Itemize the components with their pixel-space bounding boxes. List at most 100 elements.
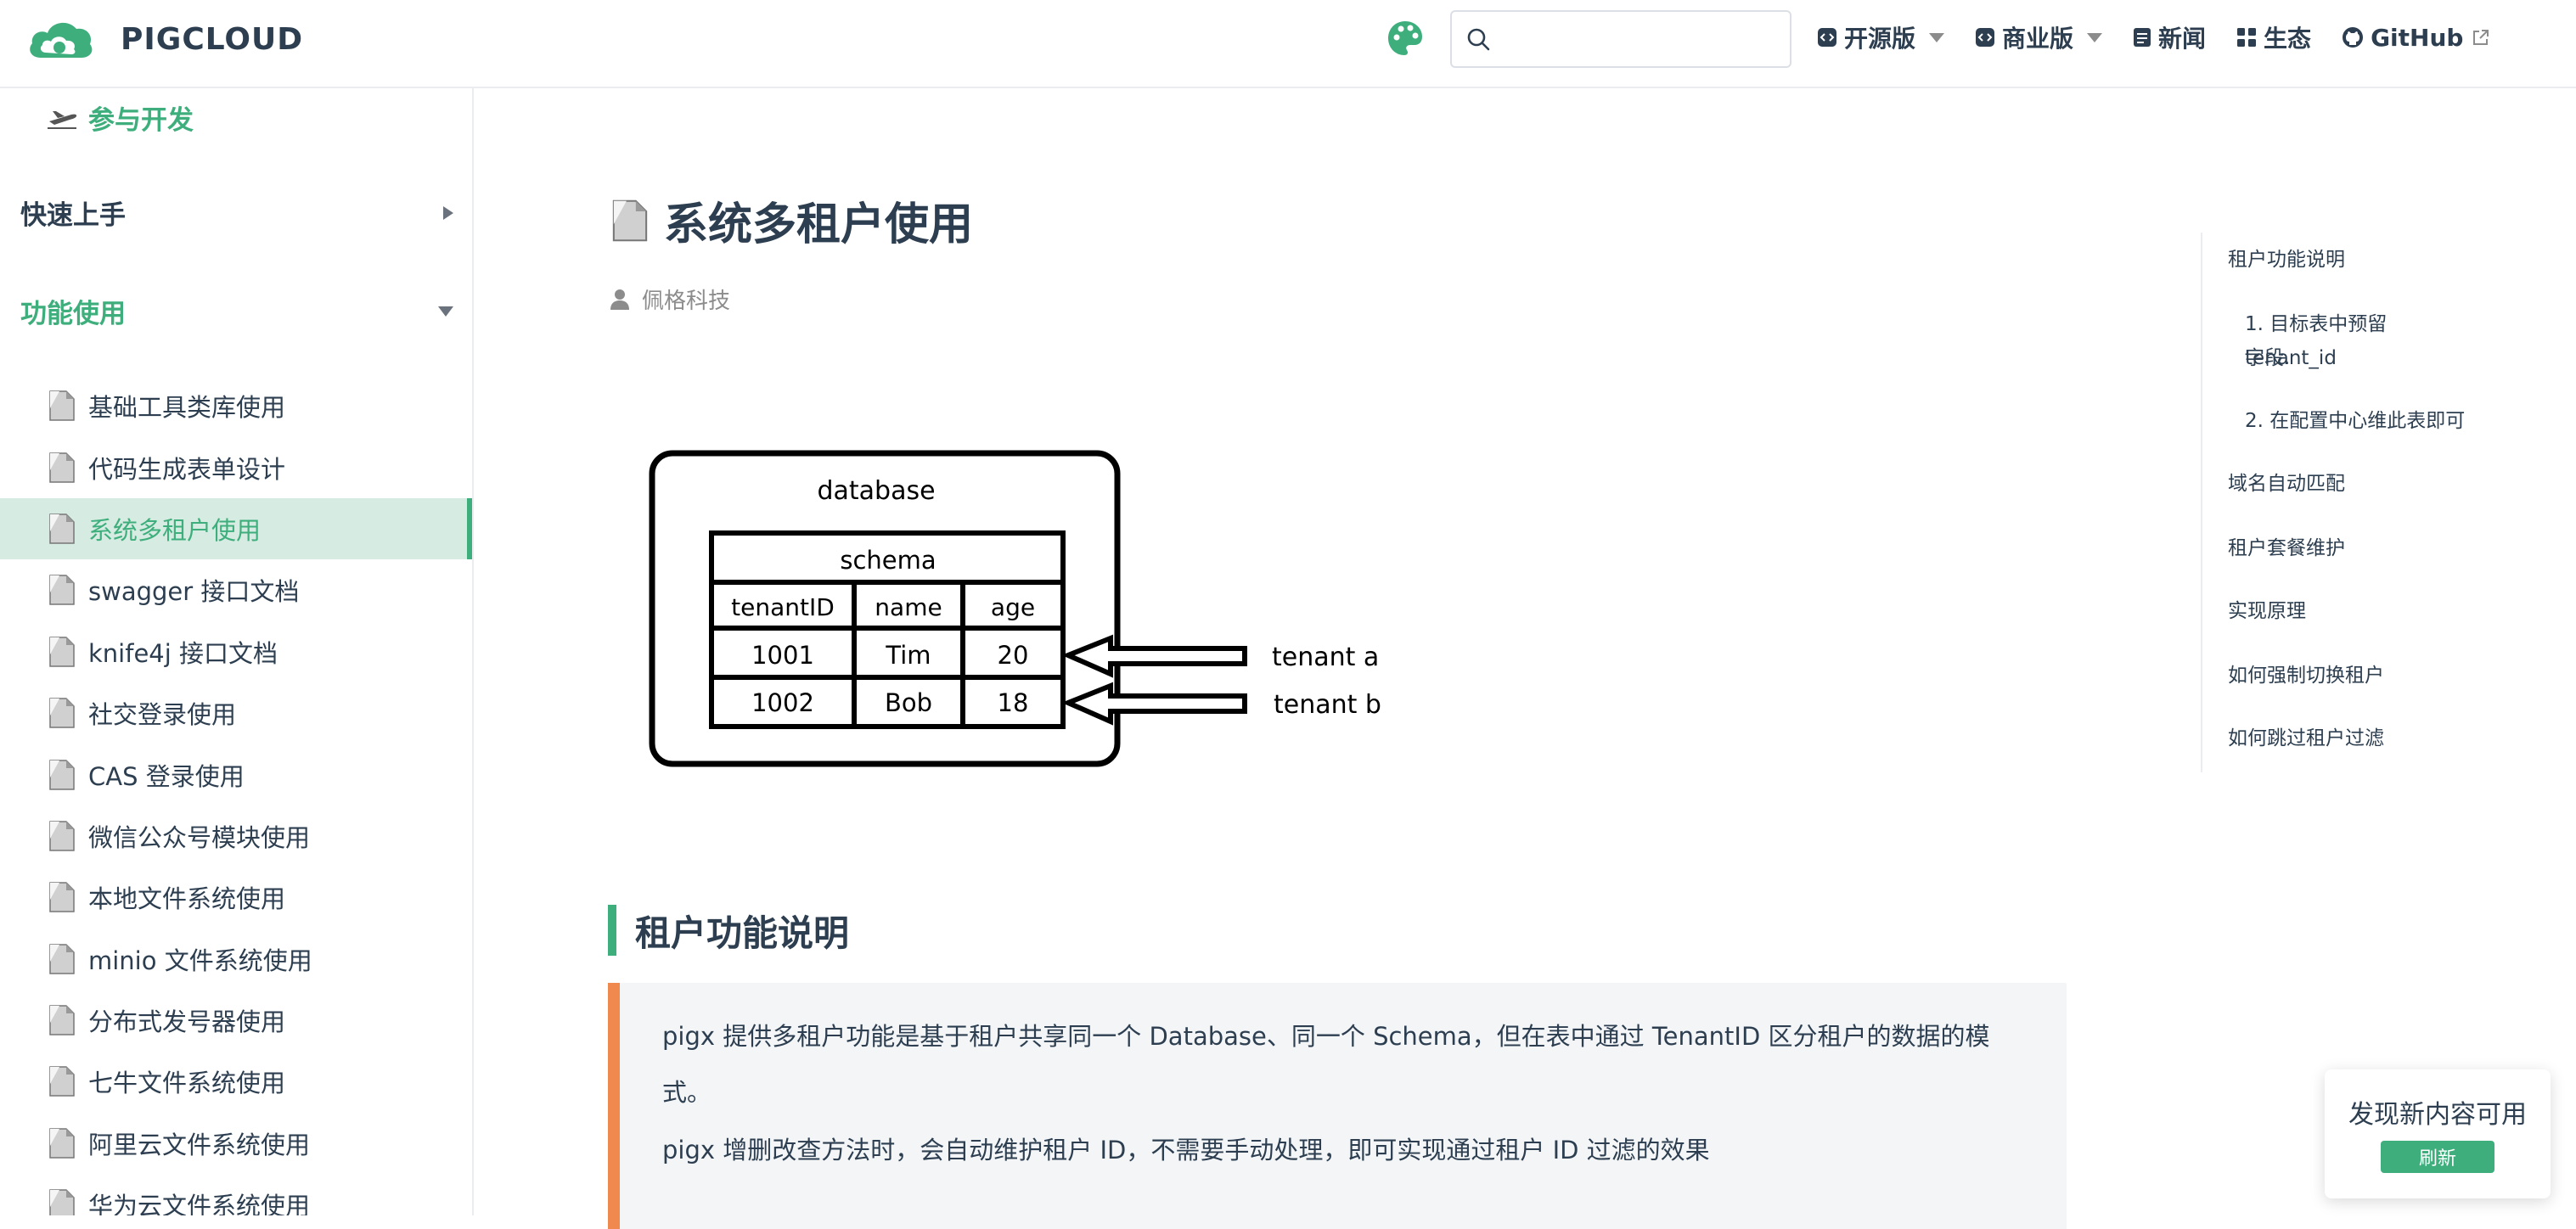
document-icon xyxy=(49,513,75,544)
nav-github[interactable]: GitHub xyxy=(2342,24,2490,52)
sidebar-item[interactable]: 代码生成表单设计 xyxy=(0,436,472,497)
tenant-arrows xyxy=(1061,634,1247,726)
page-title: 系统多租户使用 xyxy=(610,188,973,252)
tenant-b-label: tenant b xyxy=(1274,690,1381,720)
sidebar-group-features[interactable]: 功能使用 xyxy=(20,292,453,330)
cell-r1-c3: 20 xyxy=(998,641,1029,670)
sidebar-item[interactable]: 系统多租户使用 xyxy=(0,497,472,560)
page-title-text: 系统多租户使用 xyxy=(664,199,974,250)
sidebar-item-label: 代码生成表单设计 xyxy=(88,454,286,484)
cloud-logo-icon xyxy=(30,22,93,58)
sidebar-item-label: 华为云文件系统使用 xyxy=(88,1192,311,1215)
toc-item[interactable]: 域名自动匹配 xyxy=(2228,473,2345,495)
sidebar-item[interactable]: 七牛文件系统使用 xyxy=(0,1051,472,1112)
nav-ecosystem[interactable]: 生态 xyxy=(2236,20,2311,54)
cell-r1-c2: Tim xyxy=(885,641,931,670)
toc-item[interactable]: 如何强制切换租户 xyxy=(2228,665,2384,687)
sidebar-item-label: swagger 接口文档 xyxy=(88,577,300,607)
top-navbar: PIGCLOUD 开源版 商业版 xyxy=(0,0,2576,88)
tenant-a-label: tenant a xyxy=(1272,643,1379,672)
schema-label: schema xyxy=(840,546,936,575)
sidebar-list: 基础工具类库使用代码生成表单设计系统多租户使用 swagger 接口文档 knife… xyxy=(0,375,472,1215)
sidebar-item[interactable]: 本地文件系统使用 xyxy=(0,867,472,928)
document-icon xyxy=(49,821,75,851)
grid-icon xyxy=(2237,28,2257,47)
update-popup: 发现新内容可用 刷新 xyxy=(2325,1069,2551,1198)
sidebar-item[interactable]: 社交登录使用 xyxy=(0,682,472,744)
document-icon xyxy=(49,698,75,728)
external-link-icon xyxy=(2473,30,2489,45)
document-icon xyxy=(49,575,75,606)
toc-item[interactable]: 实现原理 xyxy=(2228,600,2306,622)
toc-item[interactable]: 1. 目标表中预留 tenant_id xyxy=(2245,313,2388,369)
sidebar-item[interactable]: 分布式发号器使用 xyxy=(0,990,472,1051)
tenant-diagram: database schema tenantID name age 1001 T… xyxy=(649,450,1381,767)
author-meta: 佩格科技 xyxy=(610,283,730,315)
nav-commercial[interactable]: 商业版 xyxy=(1975,20,2103,54)
sidebar-item-label: 系统多租户使用 xyxy=(88,515,262,545)
chevron-down-icon xyxy=(1929,32,1945,42)
cell-r1-c1: 1001 xyxy=(751,641,814,670)
document-icon xyxy=(49,1005,75,1035)
database-label: database xyxy=(817,476,935,506)
document-icon xyxy=(49,882,75,913)
toc-item[interactable]: 2. 在配置中心维此表即可 xyxy=(2245,410,2466,432)
col-header-age: age xyxy=(991,593,1035,621)
author-name: 佩格科技 xyxy=(642,289,731,314)
sidebar-item[interactable]: 基础工具类库使用 xyxy=(0,375,472,436)
nav-links: 开源版 商业版 新闻 xyxy=(1817,20,2521,54)
chevron-down-icon xyxy=(2087,32,2103,42)
document-icon xyxy=(49,943,75,974)
callout-paragraph: pigx 提供多租户功能是基于租户共享同一个 Database、同一个 Sche… xyxy=(662,1022,1990,1107)
nav-ecosystem-label: 生态 xyxy=(2264,25,2312,53)
document-icon xyxy=(49,1128,75,1159)
palette-icon[interactable] xyxy=(1386,19,1425,58)
sidebar-item-label: 阿里云文件系统使用 xyxy=(88,1130,311,1159)
document-icon xyxy=(49,452,75,483)
document-icon xyxy=(49,759,75,790)
search-box[interactable] xyxy=(1450,10,1791,68)
document-icon xyxy=(612,199,648,241)
sidebar-item[interactable]: 微信公众号模块使用 xyxy=(0,805,472,867)
col-header-name: name xyxy=(875,593,942,621)
sidebar-item[interactable]: CAS 登录使用 xyxy=(0,744,472,805)
toc-item[interactable]: 如何跳过租户过滤 xyxy=(2228,727,2384,749)
sidebar-item-label: knife4j 接口文档 xyxy=(88,638,278,668)
sidebar-item[interactable]: swagger 接口文档 xyxy=(0,559,472,620)
document-icon xyxy=(49,390,75,421)
sidebar-item[interactable]: knife4j 接口文档 xyxy=(0,621,472,682)
table-of-contents: 租户功能说明 1. 目标表中预留 tenant_id 字段. 2. 在配置中心维… xyxy=(2201,233,2472,772)
sidebar-item-dev[interactable]: 参与开发 xyxy=(46,98,194,137)
sidebar-item[interactable]: minio 文件系统使用 xyxy=(0,929,472,990)
brand-title: PIGCLOUD xyxy=(121,21,304,57)
toc-item[interactable]: 租户功能说明 xyxy=(2228,249,2345,271)
toc-item[interactable]: 字段. xyxy=(2245,347,2291,369)
sidebar-item[interactable]: 阿里云文件系统使用 xyxy=(0,1113,472,1174)
sidebar-item-label: minio 文件系统使用 xyxy=(88,946,312,975)
col-header-tenantid: tenantID xyxy=(731,593,835,621)
search-icon xyxy=(1467,28,1490,51)
search-input[interactable] xyxy=(1499,22,1780,56)
code-icon xyxy=(1818,28,1836,47)
sidebar-item-label: 本地文件系统使用 xyxy=(88,884,286,914)
github-icon xyxy=(2343,27,2364,48)
news-icon xyxy=(2134,28,2151,47)
sidebar-group-quickstart[interactable]: 快速上手 xyxy=(20,194,453,232)
refresh-button[interactable]: 刷新 xyxy=(2381,1141,2494,1173)
toc-item[interactable]: 租户套餐维护 xyxy=(2228,537,2345,559)
nav-news[interactable]: 新闻 xyxy=(2133,20,2206,54)
sidebar-item-label: CAS 登录使用 xyxy=(88,761,245,791)
brand-link[interactable]: PIGCLOUD xyxy=(25,15,303,63)
chevron-down-icon xyxy=(438,306,453,317)
cell-r2-c3: 18 xyxy=(998,688,1029,717)
tip-callout: pigx 提供多租户功能是基于租户共享同一个 Database、同一个 Sche… xyxy=(608,983,2067,1229)
cell-r2-c2: Bob xyxy=(885,688,932,717)
nav-open-source[interactable]: 开源版 xyxy=(1817,20,1945,54)
sidebar-dev-label: 参与开发 xyxy=(88,105,194,136)
nav-commercial-label: 商业版 xyxy=(2002,25,2074,53)
nav-github-label: GitHub xyxy=(2371,23,2464,52)
sidebar-item[interactable]: 华为云文件系统使用 xyxy=(0,1174,472,1215)
schema-table-grid xyxy=(709,530,1066,729)
chevron-right-icon xyxy=(443,205,453,220)
nav-open-source-label: 开源版 xyxy=(1844,25,1916,53)
